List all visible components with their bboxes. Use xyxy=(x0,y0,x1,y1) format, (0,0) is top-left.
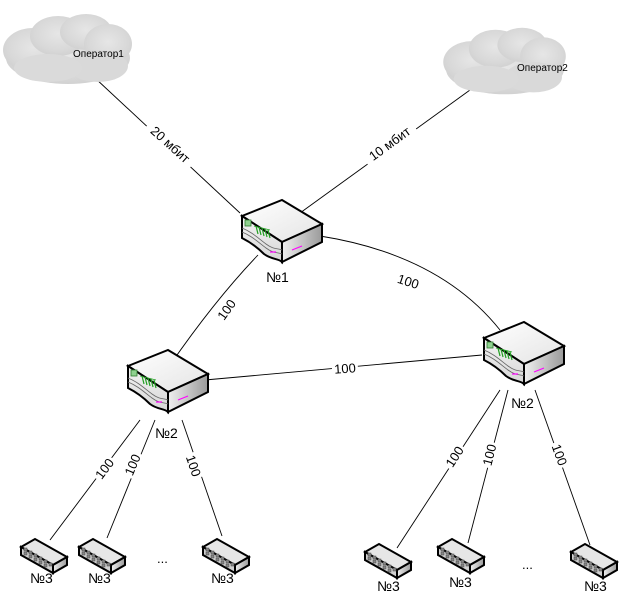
router-icon xyxy=(483,321,565,385)
cloud-label: Оператор1 xyxy=(73,49,124,60)
router-icon xyxy=(241,199,323,263)
link-r2a-s3 xyxy=(181,419,223,537)
router-icon xyxy=(127,349,209,413)
switch-icon xyxy=(78,538,126,574)
switch-icon xyxy=(364,543,412,579)
switch-icon xyxy=(20,538,68,574)
ellipsis-left: ... xyxy=(157,551,168,566)
link-label-op2-r1: 10 мбит xyxy=(366,124,413,164)
switch-icon xyxy=(437,538,485,574)
switch-2-label: №3 xyxy=(88,570,111,586)
router-2b-label: №2 xyxy=(511,395,534,411)
cloud-operator1[interactable]: Оператор1 xyxy=(3,14,132,84)
switch-6-label: №3 xyxy=(584,578,607,594)
cloud-icon xyxy=(443,27,566,95)
link-label-r2a-r2b: 100 xyxy=(334,360,357,376)
link-label-r2a-s3: 100 xyxy=(183,453,204,478)
switch-icon xyxy=(202,538,250,574)
switch-6[interactable] xyxy=(570,543,618,579)
switch-3[interactable] xyxy=(202,538,250,574)
cloud-operator2[interactable]: Оператор2 xyxy=(443,27,568,95)
link-r1-r2a xyxy=(169,254,259,366)
link-r2a-s1 xyxy=(49,419,141,541)
switch-5[interactable] xyxy=(437,538,485,574)
switch-2[interactable] xyxy=(78,538,126,574)
switch-5-label: №3 xyxy=(449,574,472,590)
link-label-r1-r2b: 100 xyxy=(396,271,421,292)
switch-4[interactable] xyxy=(364,543,412,579)
switch-3-label: №3 xyxy=(211,570,234,586)
router-2a[interactable] xyxy=(127,349,209,413)
router-1[interactable] xyxy=(241,199,323,263)
link-r2b-s4 xyxy=(396,389,501,549)
switch-icon xyxy=(570,543,618,579)
router-2a-label: №2 xyxy=(155,425,178,441)
link-r2a-s2 xyxy=(106,419,156,539)
link-label-r2b-s6: 100 xyxy=(549,442,571,468)
ellipsis-right: ... xyxy=(522,557,533,572)
link-label-op1-r1: 20 мбит xyxy=(148,123,193,166)
cloud-label: Оператор2 xyxy=(517,63,568,74)
switch-4-label: №3 xyxy=(377,578,400,594)
switch-1[interactable] xyxy=(20,538,68,574)
link-label-r2b-s5: 100 xyxy=(480,443,500,468)
router-2b[interactable] xyxy=(483,321,565,385)
link-r1-r2b xyxy=(319,235,501,331)
switch-1-label: №3 xyxy=(30,570,53,586)
router-1-label: №1 xyxy=(266,269,289,285)
